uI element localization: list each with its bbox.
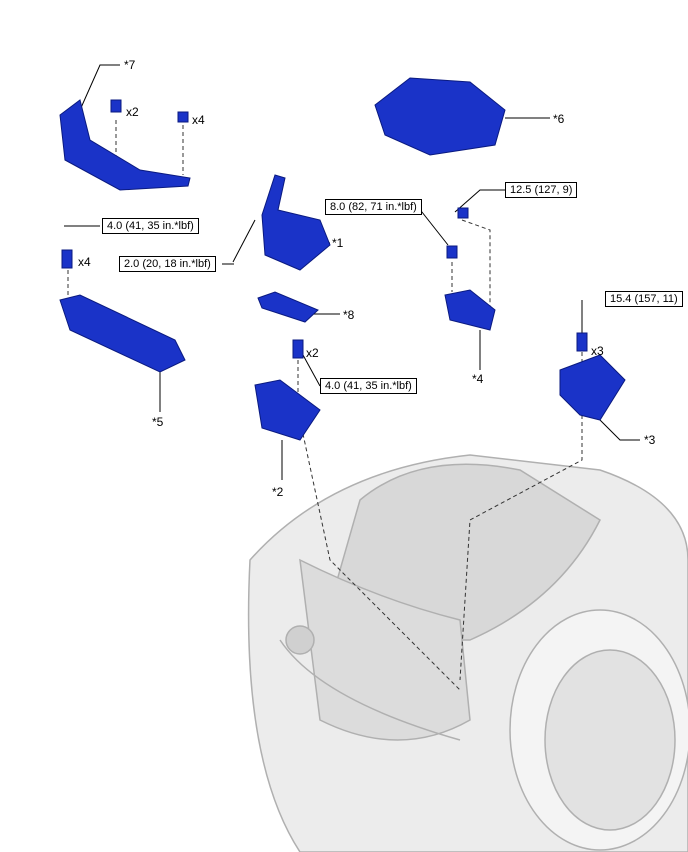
part-2-bracket (254, 379, 321, 441)
part-label-5: *5 (152, 415, 164, 429)
part-label-7: *7 (124, 58, 136, 72)
vehicle-front-illustration (247, 454, 688, 852)
torque-spec-4b: 12.5 (127, 9) (505, 182, 578, 198)
torque-spec-1: 2.0 (20, 18 in.*lbf) (119, 256, 216, 272)
qty-label: x2 (306, 346, 319, 360)
part-label-8: *8 (343, 308, 355, 322)
bolt-icons (61, 99, 588, 359)
part-1-air-cleaner (261, 174, 331, 271)
qty-label: x4 (192, 113, 205, 127)
part-label-4: *4 (472, 372, 484, 386)
part-5-intake-duct (59, 294, 186, 373)
torque-spec-4a: 8.0 (82, 71 in.*lbf) (325, 199, 422, 215)
part-label-3: *3 (644, 433, 656, 447)
bolt-icon (177, 111, 189, 123)
part-6-engine-cover (374, 77, 506, 156)
torque-spec-5: 4.0 (41, 35 in.*lbf) (102, 218, 199, 234)
part-label-6: *6 (553, 112, 565, 126)
qty-label: x4 (78, 255, 91, 269)
dashed-alignment-lines (67, 120, 583, 691)
leader-lines (64, 64, 640, 480)
part-7-cowl-panel (59, 99, 191, 191)
bolt-icon (457, 207, 469, 219)
torque-spec-2: 4.0 (41, 35 in.*lbf) (320, 378, 417, 394)
bolt-icon (61, 249, 73, 269)
part-4-ecu (444, 289, 496, 331)
torque-spec-3: 15.4 (157, 11) (605, 291, 683, 307)
part-8-air-filter (257, 291, 319, 323)
qty-label: x3 (591, 344, 604, 358)
qty-label: x2 (126, 105, 139, 119)
bolt-icon (576, 332, 588, 352)
bolt-icon (292, 339, 304, 359)
part-3-battery-tray (559, 354, 626, 421)
nut-icon (446, 245, 458, 259)
clip-icon (110, 99, 122, 113)
part-label-1: *1 (332, 236, 344, 250)
part-label-2: *2 (272, 485, 284, 499)
